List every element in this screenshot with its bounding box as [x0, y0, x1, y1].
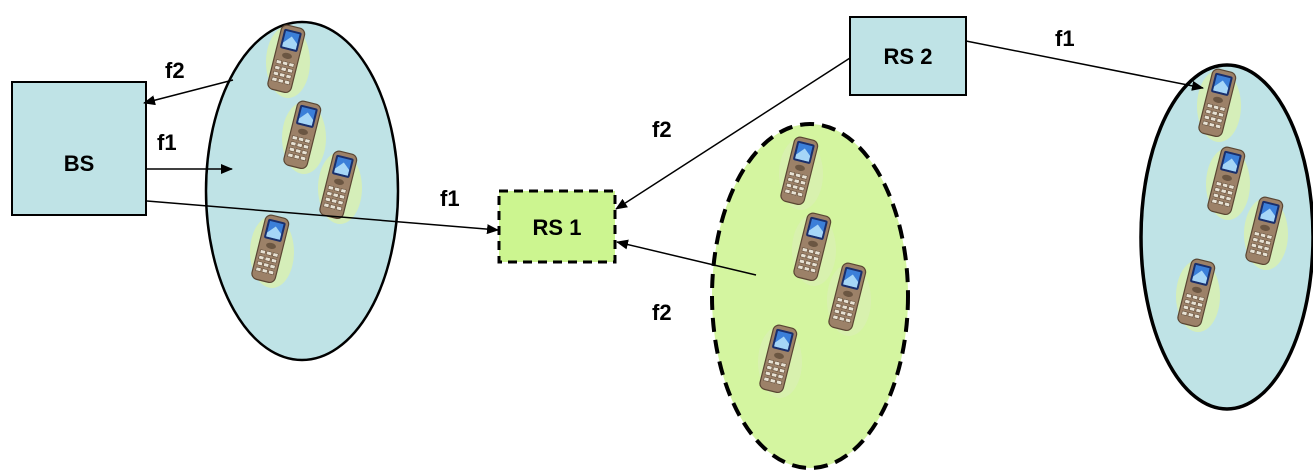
link-label: f1	[440, 186, 460, 211]
link-label: f2	[165, 58, 185, 83]
link-label: f2	[652, 300, 672, 325]
arrow-rs2-to-rs1	[615, 57, 851, 210]
link-label: f1	[157, 130, 177, 155]
arrow-rs2-to-cell3	[965, 40, 1204, 91]
bs-label: BS	[64, 151, 95, 176]
rs2-label: RS 2	[884, 44, 933, 69]
arrow-cell1-to-bs	[143, 79, 234, 106]
rs2-node: RS 2	[849, 16, 967, 96]
bs-node: BS	[11, 81, 147, 216]
arrow-bs-to-rs1	[146, 200, 499, 235]
link-label: f1	[1055, 26, 1075, 51]
arrow-cell2-to-rs1	[616, 239, 757, 276]
rs1-node: RS 1	[497, 189, 617, 264]
rs1-label: RS 1	[533, 215, 582, 240]
link-label: f2	[652, 117, 672, 142]
